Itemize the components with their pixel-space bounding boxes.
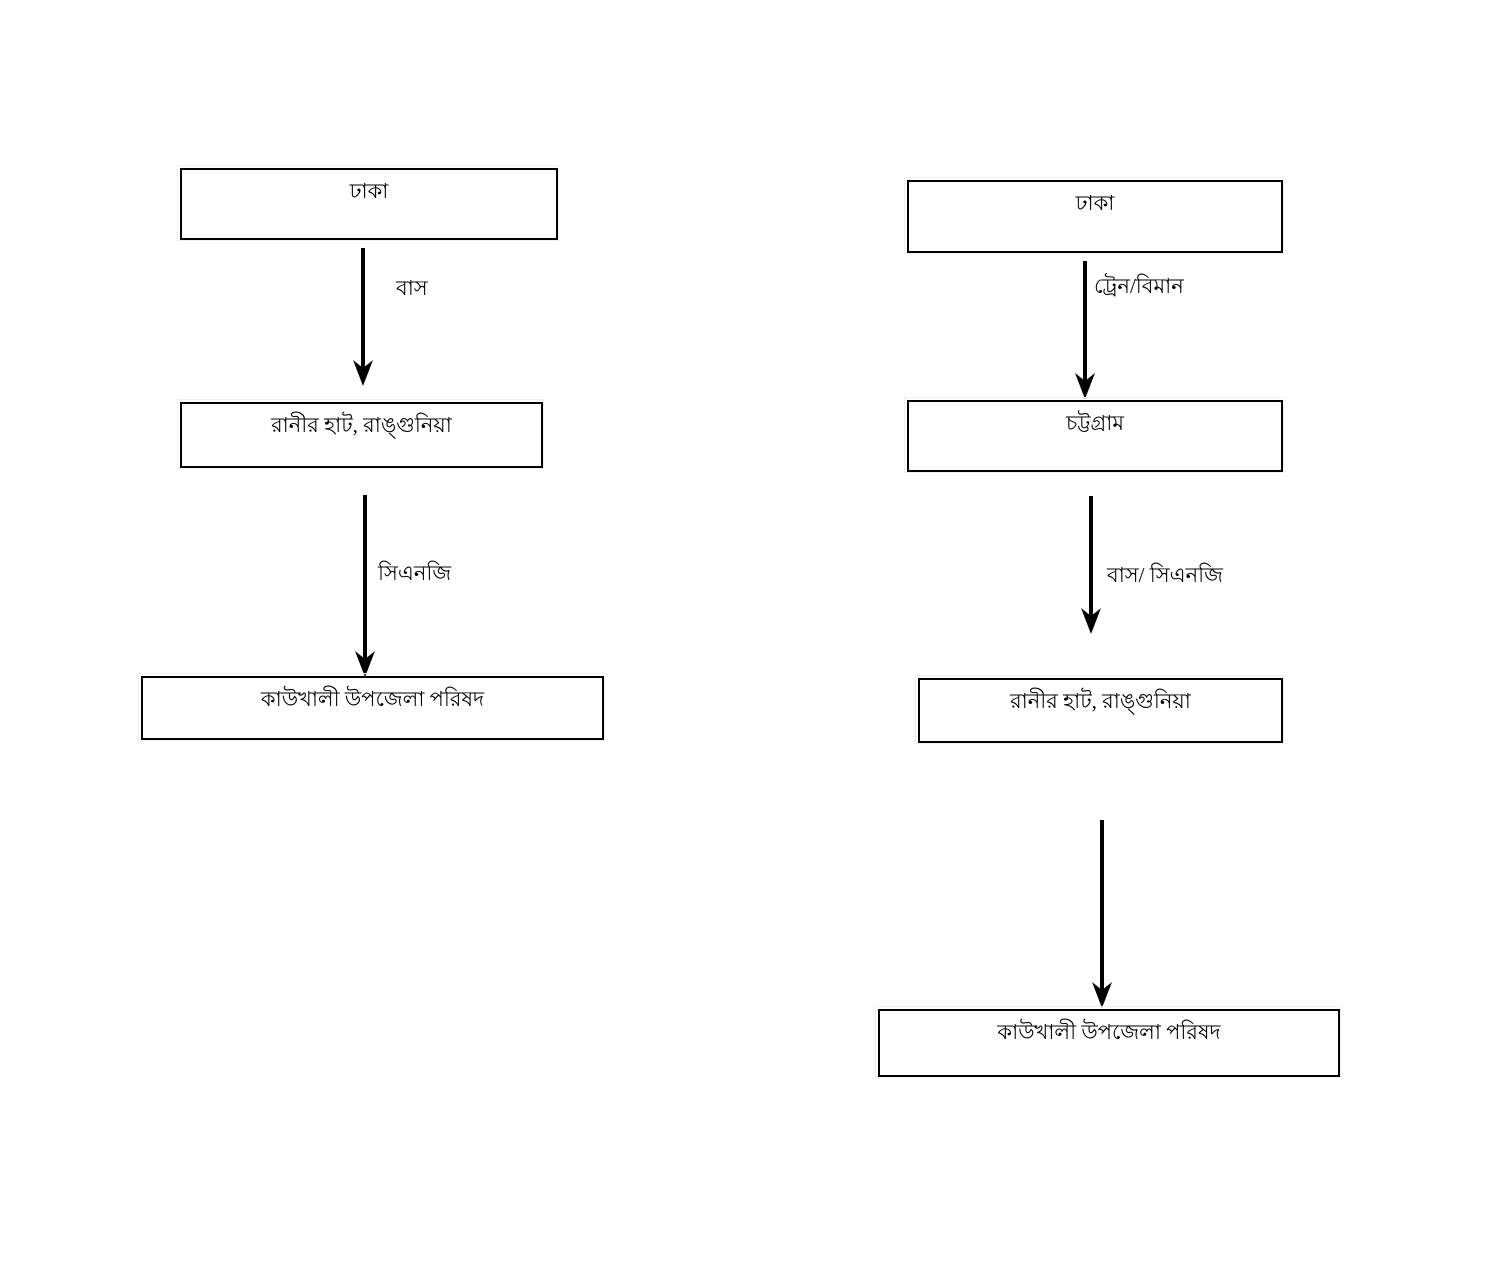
node-label-right-2: চট্টগ্রাম: [1065, 411, 1125, 435]
edge-label-left-1: বাস: [396, 276, 428, 300]
node-box-right-4[interactable]: কাউখালী উপজেলা পরিষদ: [875, 1006, 1341, 1078]
node-label-left-3: কাউখালী উপজেলা পরিষদ: [260, 687, 485, 711]
node-box-left-3[interactable]: কাউখালী উপজেলা পরিষদ: [138, 673, 605, 741]
node-box-right-2[interactable]: চট্টগ্রাম: [904, 397, 1284, 473]
edge-label-left-2: সিএনজি: [378, 561, 452, 585]
node-box-right-3[interactable]: রানীর হাট, রাঙ্গুনিয়া: [915, 675, 1284, 744]
node-label-left-2: রানীর হাট, রাঙ্গুনিয়া: [271, 413, 452, 437]
edge-label-right-2: বাস/ সিএনজি: [1107, 563, 1223, 587]
edge-label-right-1: ট্রেন/বিমান: [1094, 274, 1184, 298]
node-box-left-1[interactable]: ঢাকা: [177, 165, 559, 241]
node-box-right-1[interactable]: ঢাকা: [904, 177, 1284, 254]
node-label-right-4: কাউখালী উপজেলা পরিষদ: [997, 1020, 1221, 1044]
node-label-right-3: রানীর হাট, রাঙ্গুনিয়া: [1010, 689, 1191, 713]
node-box-left-2[interactable]: রানীর হাট, রাঙ্গুনিয়া: [177, 399, 544, 469]
arrow-right-1: [1073, 261, 1097, 401]
node-label-left-1: ঢাকা: [349, 179, 389, 203]
arrow-right-2: [1079, 496, 1103, 636]
arrow-left-2: [353, 495, 377, 679]
arrow-right-3: [1090, 820, 1114, 1010]
arrow-left-1: [351, 248, 375, 388]
node-label-right-1: ঢাকা: [1075, 191, 1115, 215]
